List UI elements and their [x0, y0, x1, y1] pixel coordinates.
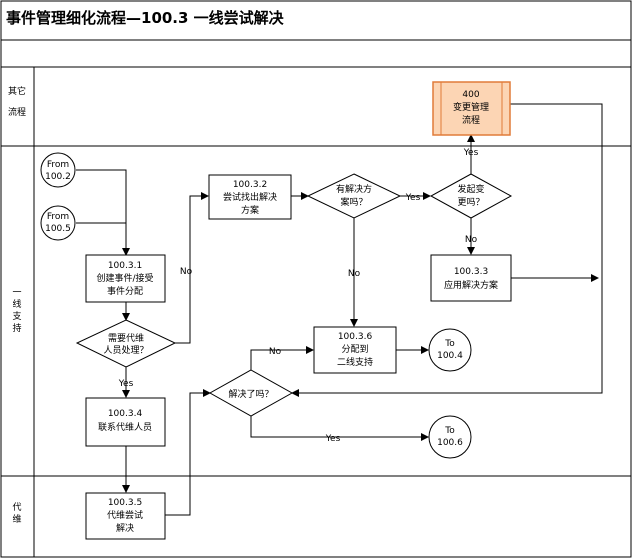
- edge-no-resolved: [250, 346, 314, 370]
- svg-text:100.3.1: 100.3.1: [108, 261, 142, 271]
- decision-has-solution: 有解决方 案吗？: [306, 173, 402, 219]
- svg-text:持: 持: [12, 322, 21, 334]
- svg-text:100.3.5: 100.3.5: [108, 498, 142, 508]
- edge-label-no-solution: No: [348, 269, 361, 279]
- svg-text:解决: 解决: [116, 522, 134, 534]
- svg-text:100.2: 100.2: [45, 172, 71, 182]
- svg-text:分配到: 分配到: [341, 343, 368, 355]
- edge-3-5-to-resolved: [165, 389, 211, 516]
- edge-from-100-2: [76, 169, 130, 256]
- svg-text:创建事件/接受: 创建事件/接受: [96, 272, 153, 284]
- process-400-change-management: 400 变更管理 流程: [432, 81, 511, 136]
- svg-text:代: 代: [12, 502, 21, 513]
- decision-need-vendor: 需要代维 人员处理？: [75, 319, 177, 368]
- connector-to-100-4: To 100.4: [428, 328, 472, 372]
- svg-text:应用解决方案: 应用解决方案: [444, 279, 498, 291]
- svg-text:100.3.4: 100.3.4: [108, 409, 143, 419]
- edge-label-yes-resolved: Yes: [325, 434, 341, 444]
- svg-text:代维尝试: 代维尝试: [107, 509, 143, 521]
- svg-text:流程: 流程: [8, 106, 26, 118]
- svg-text:二线支持: 二线支持: [337, 356, 373, 368]
- svg-text:尝试找出解决: 尝试找出解决: [223, 191, 277, 203]
- svg-text:流程: 流程: [462, 114, 480, 126]
- process-100-3-1: 100.3.1 创建事件/接受 事件分配: [85, 254, 166, 303]
- svg-text:100.3.3: 100.3.3: [454, 267, 488, 277]
- edge-label-no-change: No: [465, 235, 478, 245]
- svg-text:更吗？: 更吗？: [457, 197, 484, 208]
- decision-resolved: 解决了吗？: [208, 369, 294, 417]
- connector-to-100-6: To 100.6: [428, 415, 472, 459]
- svg-text:100.6: 100.6: [437, 438, 463, 448]
- svg-text:发起变: 发起变: [457, 183, 484, 195]
- lane-label-vendor: 代 维: [12, 502, 21, 525]
- process-100-3-5: 100.3.5 代维尝试 解决: [85, 492, 166, 540]
- edge-no-vendor: [175, 192, 209, 344]
- svg-text:100.5: 100.5: [45, 224, 71, 234]
- edge-label-yes-change: Yes: [463, 148, 479, 158]
- decision-initiate-change: 发起变 更吗？: [429, 173, 513, 219]
- lane-label-first-line-support: 一 线 支 持: [12, 288, 21, 334]
- svg-text:一: 一: [12, 288, 21, 298]
- svg-text:From: From: [47, 160, 69, 170]
- svg-text:线: 线: [12, 298, 21, 310]
- svg-text:100.3.6: 100.3.6: [338, 332, 373, 342]
- svg-text:其它: 其它: [8, 85, 26, 97]
- svg-text:联系代维人员: 联系代维人员: [98, 421, 152, 433]
- edge-label-yes-vendor: Yes: [118, 379, 134, 389]
- connector-from-100-5: From 100.5: [40, 205, 76, 241]
- edge-label-yes-solution: Yes: [405, 193, 421, 203]
- svg-text:人员处理？: 人员处理？: [103, 344, 148, 356]
- svg-text:事件分配: 事件分配: [107, 285, 143, 297]
- process-100-3-4: 100.3.4 联系代维人员: [85, 397, 166, 447]
- svg-text:400: 400: [462, 90, 479, 100]
- svg-text:To: To: [444, 426, 455, 436]
- svg-text:支: 支: [12, 310, 21, 322]
- connectors: [76, 103, 603, 516]
- edge-yes-resolved: [250, 416, 429, 441]
- svg-text:To: To: [444, 339, 455, 349]
- svg-text:案吗？: 案吗？: [340, 196, 367, 208]
- svg-text:变更管理: 变更管理: [453, 101, 489, 113]
- edge-400-to-resolved: [291, 103, 603, 397]
- svg-text:需要代维: 需要代维: [108, 332, 144, 344]
- process-100-3-2: 100.3.2 尝试找出解决 方案: [208, 174, 292, 220]
- svg-text:From: From: [47, 212, 69, 222]
- svg-text:100.3.2: 100.3.2: [233, 180, 267, 190]
- connector-from-100-2: From 100.2: [40, 152, 76, 188]
- svg-text:100.4: 100.4: [437, 351, 463, 361]
- page-title: 事件管理细化流程—100.3 一线尝试解决: [6, 9, 285, 27]
- svg-text:方案: 方案: [241, 204, 259, 216]
- process-100-3-3: 100.3.3 应用解决方案: [430, 254, 512, 302]
- edge-label-no-vendor: No: [180, 267, 193, 277]
- process-100-3-6: 100.3.6 分配到 二线支持: [313, 326, 397, 374]
- edge-label-no-resolved: No: [269, 347, 282, 357]
- svg-text:维: 维: [12, 513, 21, 525]
- svg-text:有解决方: 有解决方: [336, 183, 372, 195]
- lane-label-other-process: 其它 流程: [8, 85, 26, 118]
- svg-text:解决了吗？: 解决了吗？: [228, 388, 273, 400]
